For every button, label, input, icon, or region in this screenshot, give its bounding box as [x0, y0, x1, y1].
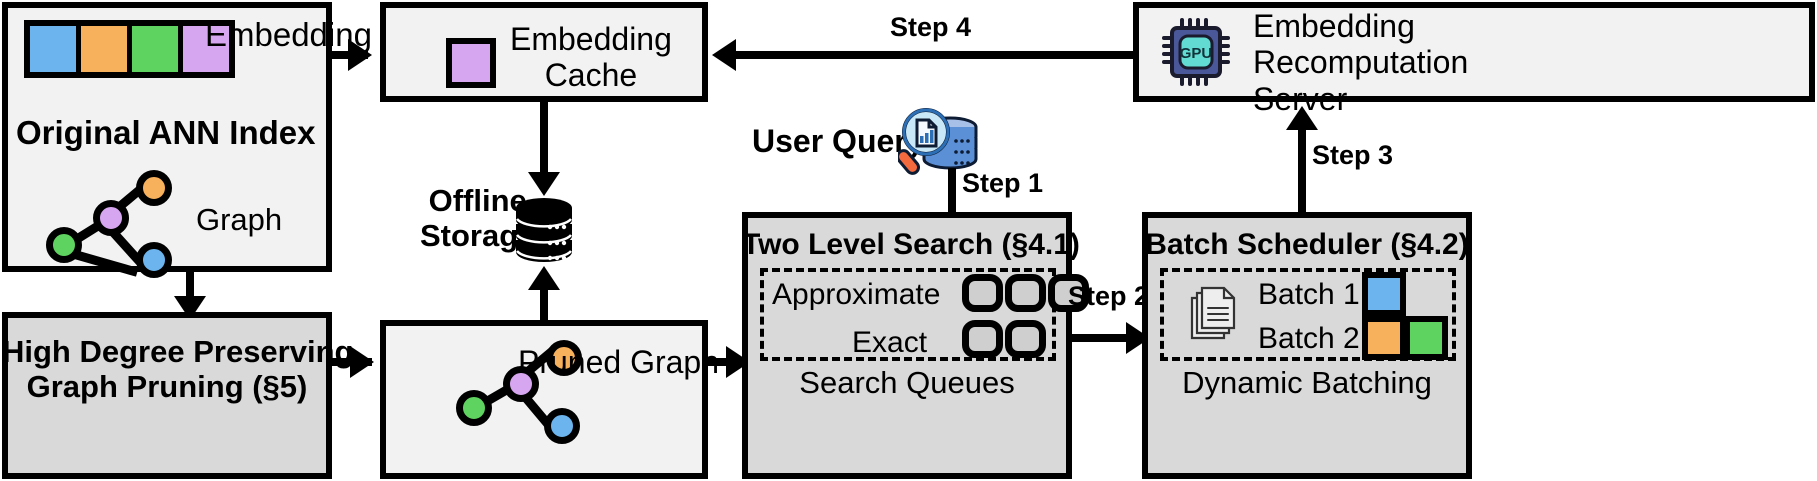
embedding-swatch-green [132, 26, 183, 72]
batch-scheduler-title: Batch Scheduler (§4.2) [1145, 228, 1469, 261]
pruned-node-green [456, 390, 492, 426]
step3-label: Step 3 [1312, 140, 1394, 170]
arrow-index-to-cache-head [348, 39, 372, 71]
pruned-graph-label: Pruned Graph [518, 344, 720, 380]
graph-label: Graph [196, 202, 283, 237]
recompute-server-box [1133, 2, 1815, 102]
approximate-slot-3 [1048, 274, 1089, 312]
batch-2-item-orange [1362, 316, 1406, 360]
embedding-cache-title-line2: Cache [544, 56, 638, 93]
pruned-node-blue [544, 408, 580, 444]
arrow-step1-line [948, 168, 956, 218]
pruned-node-orange [546, 340, 582, 376]
graph-node-purple [93, 200, 129, 236]
pruned-graph-widget [448, 340, 588, 444]
gpu-chip-icon: GPU [1162, 18, 1230, 86]
approximate-slot-1 [962, 274, 1003, 312]
approximate-row-label: Approximate [772, 278, 941, 311]
arrow-step3-head [1286, 106, 1318, 130]
dynamic-batching-dashed-region [1160, 268, 1456, 361]
embedding-cache-box [380, 2, 708, 102]
recompute-server-title-line3: Server [1253, 80, 1348, 117]
embedding-label: Embedding [205, 16, 372, 53]
embedding-cache-swatch-icon [446, 38, 496, 88]
arrow-step2-line [1072, 334, 1148, 342]
arrow-step4-head [712, 39, 736, 71]
search-queues-dashed-region [760, 268, 1056, 361]
pruned-node-purple [503, 366, 539, 402]
recompute-server-title-line1: Embedding [1253, 8, 1415, 44]
exact-slot-1 [962, 320, 1003, 358]
svg-text:GPU: GPU [1180, 45, 1213, 62]
two-level-search-title: Two Level Search (§4.1) [742, 228, 1080, 261]
batch-1-label: Batch 1 [1258, 278, 1360, 311]
batch-2-label: Batch 2 [1258, 322, 1360, 355]
step4-label: Step 4 [890, 12, 972, 42]
graph-node-blue [136, 242, 172, 278]
embedding-swatch-purple [183, 26, 229, 72]
recompute-server-title-line2: Recomputation [1253, 44, 1469, 81]
embedding-cache-title-line1: Embedding [510, 21, 672, 57]
original-index-graph [40, 170, 180, 278]
embedding-swatch-strip [24, 20, 235, 78]
batch-1-item-blue [1362, 272, 1406, 316]
exact-slot-2 [1005, 320, 1046, 358]
step1-label: Step 1 [962, 168, 1044, 198]
graph-pruning-title-line1: High Degree Preserving [2, 334, 354, 369]
recompute-server-title: Embedding Recomputation Server [1253, 8, 1468, 117]
embedding-swatch-blue [30, 26, 81, 72]
arrow-prunedgraph-to-storage-head [528, 266, 560, 290]
embedding-swatch-orange [81, 26, 132, 72]
arrow-step4-line [730, 51, 1135, 59]
graph-pruning-title-line2: Graph Pruning (§5) [26, 368, 308, 404]
arrow-step3-line [1298, 128, 1306, 214]
search-queues-footer: Search Queues [799, 365, 1015, 400]
user-query-label: User Query [752, 123, 925, 159]
graph-pruning-title: High Degree Preserving Graph Pruning (§5… [2, 334, 354, 404]
documents-stack-icon [1190, 286, 1236, 340]
offline-storage-label-line1: Offline [428, 183, 527, 218]
original-ann-index-title: Original ANN Index [16, 114, 316, 151]
dynamic-batching-footer: Dynamic Batching [1182, 365, 1432, 400]
search-database-icon [898, 108, 978, 175]
pruned-graph-box [380, 320, 708, 479]
batch-2-item-green [1404, 316, 1448, 360]
exact-row-label: Exact [852, 326, 928, 359]
arrow-cache-to-storage-head [528, 172, 560, 196]
arrow-cache-to-storage-line [540, 102, 548, 180]
approximate-slot-2 [1005, 274, 1046, 312]
embedding-cache-title: Embedding Cache [510, 21, 672, 94]
step2-label: Step 2 [1068, 281, 1150, 311]
graph-node-orange [136, 170, 172, 206]
arrow-pruning-to-prunedgraph-head [350, 346, 374, 378]
graph-node-green [46, 227, 82, 263]
database-cylinder-icon [516, 198, 572, 262]
arrow-prunedgraph-to-storage-line [540, 288, 548, 320]
graph-pruning-box [2, 312, 332, 479]
arrow-index-to-pruning-line [186, 272, 194, 308]
